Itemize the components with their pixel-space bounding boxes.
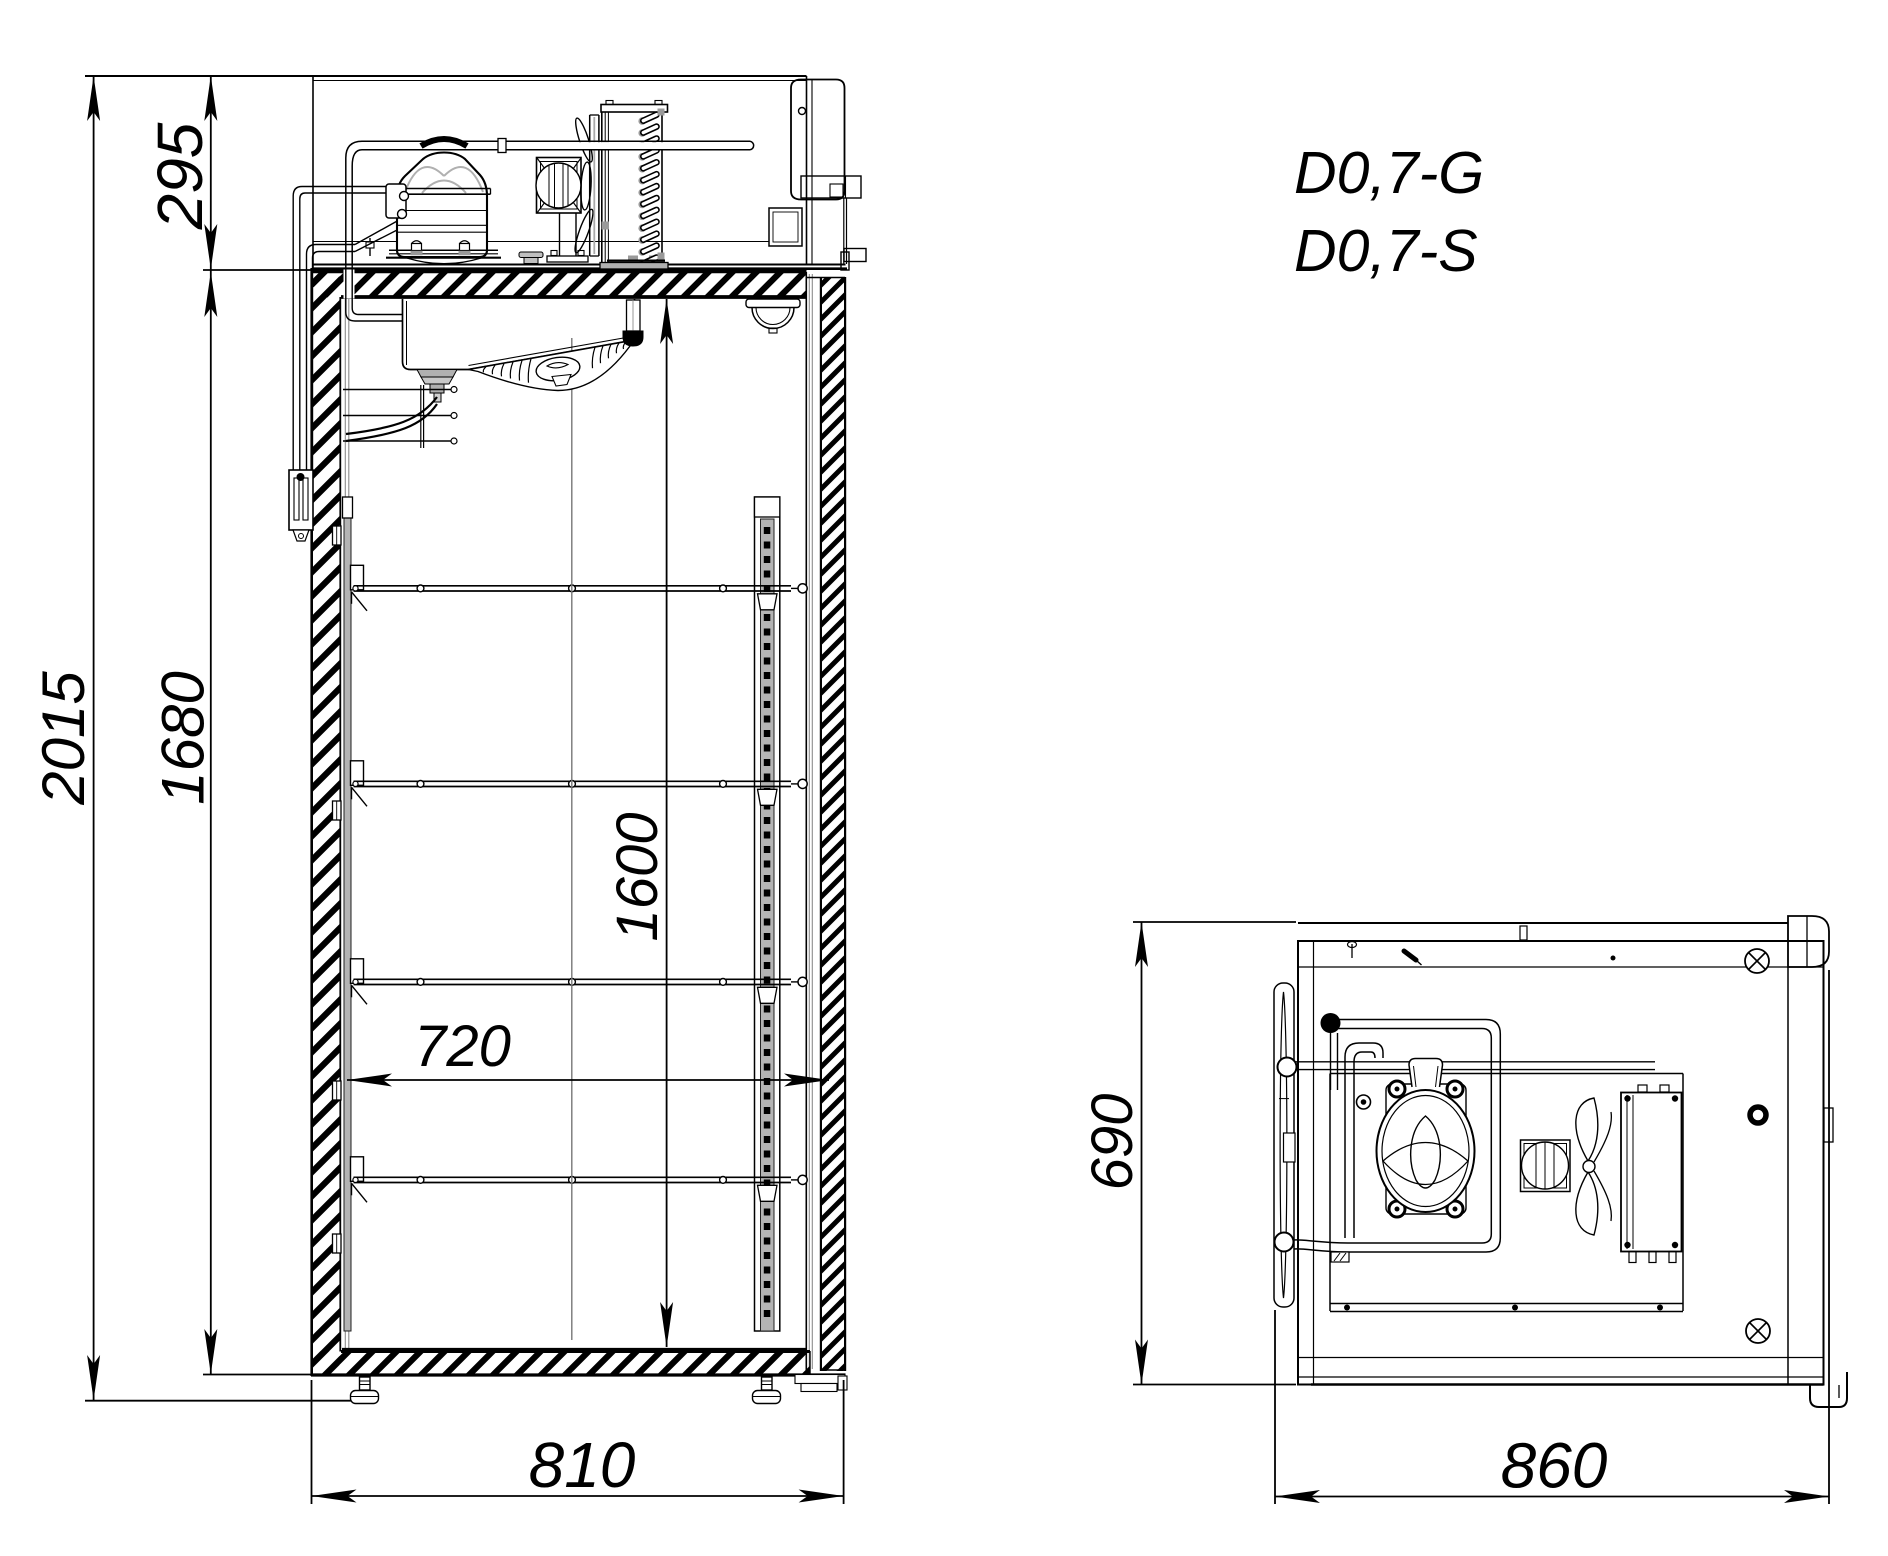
svg-text:1680: 1680 (150, 671, 217, 804)
svg-text:860: 860 (1501, 1430, 1608, 1502)
svg-text:810: 810 (529, 1429, 636, 1501)
svg-text:1600: 1600 (605, 812, 670, 941)
svg-text:D0,7-S: D0,7-S (1294, 218, 1478, 284)
svg-text:720: 720 (414, 1014, 511, 1079)
svg-text:690: 690 (1080, 1094, 1145, 1191)
svg-text:D0,7-G: D0,7-G (1294, 140, 1484, 206)
svg-text:295: 295 (144, 122, 216, 230)
svg-text:2015: 2015 (30, 671, 97, 806)
